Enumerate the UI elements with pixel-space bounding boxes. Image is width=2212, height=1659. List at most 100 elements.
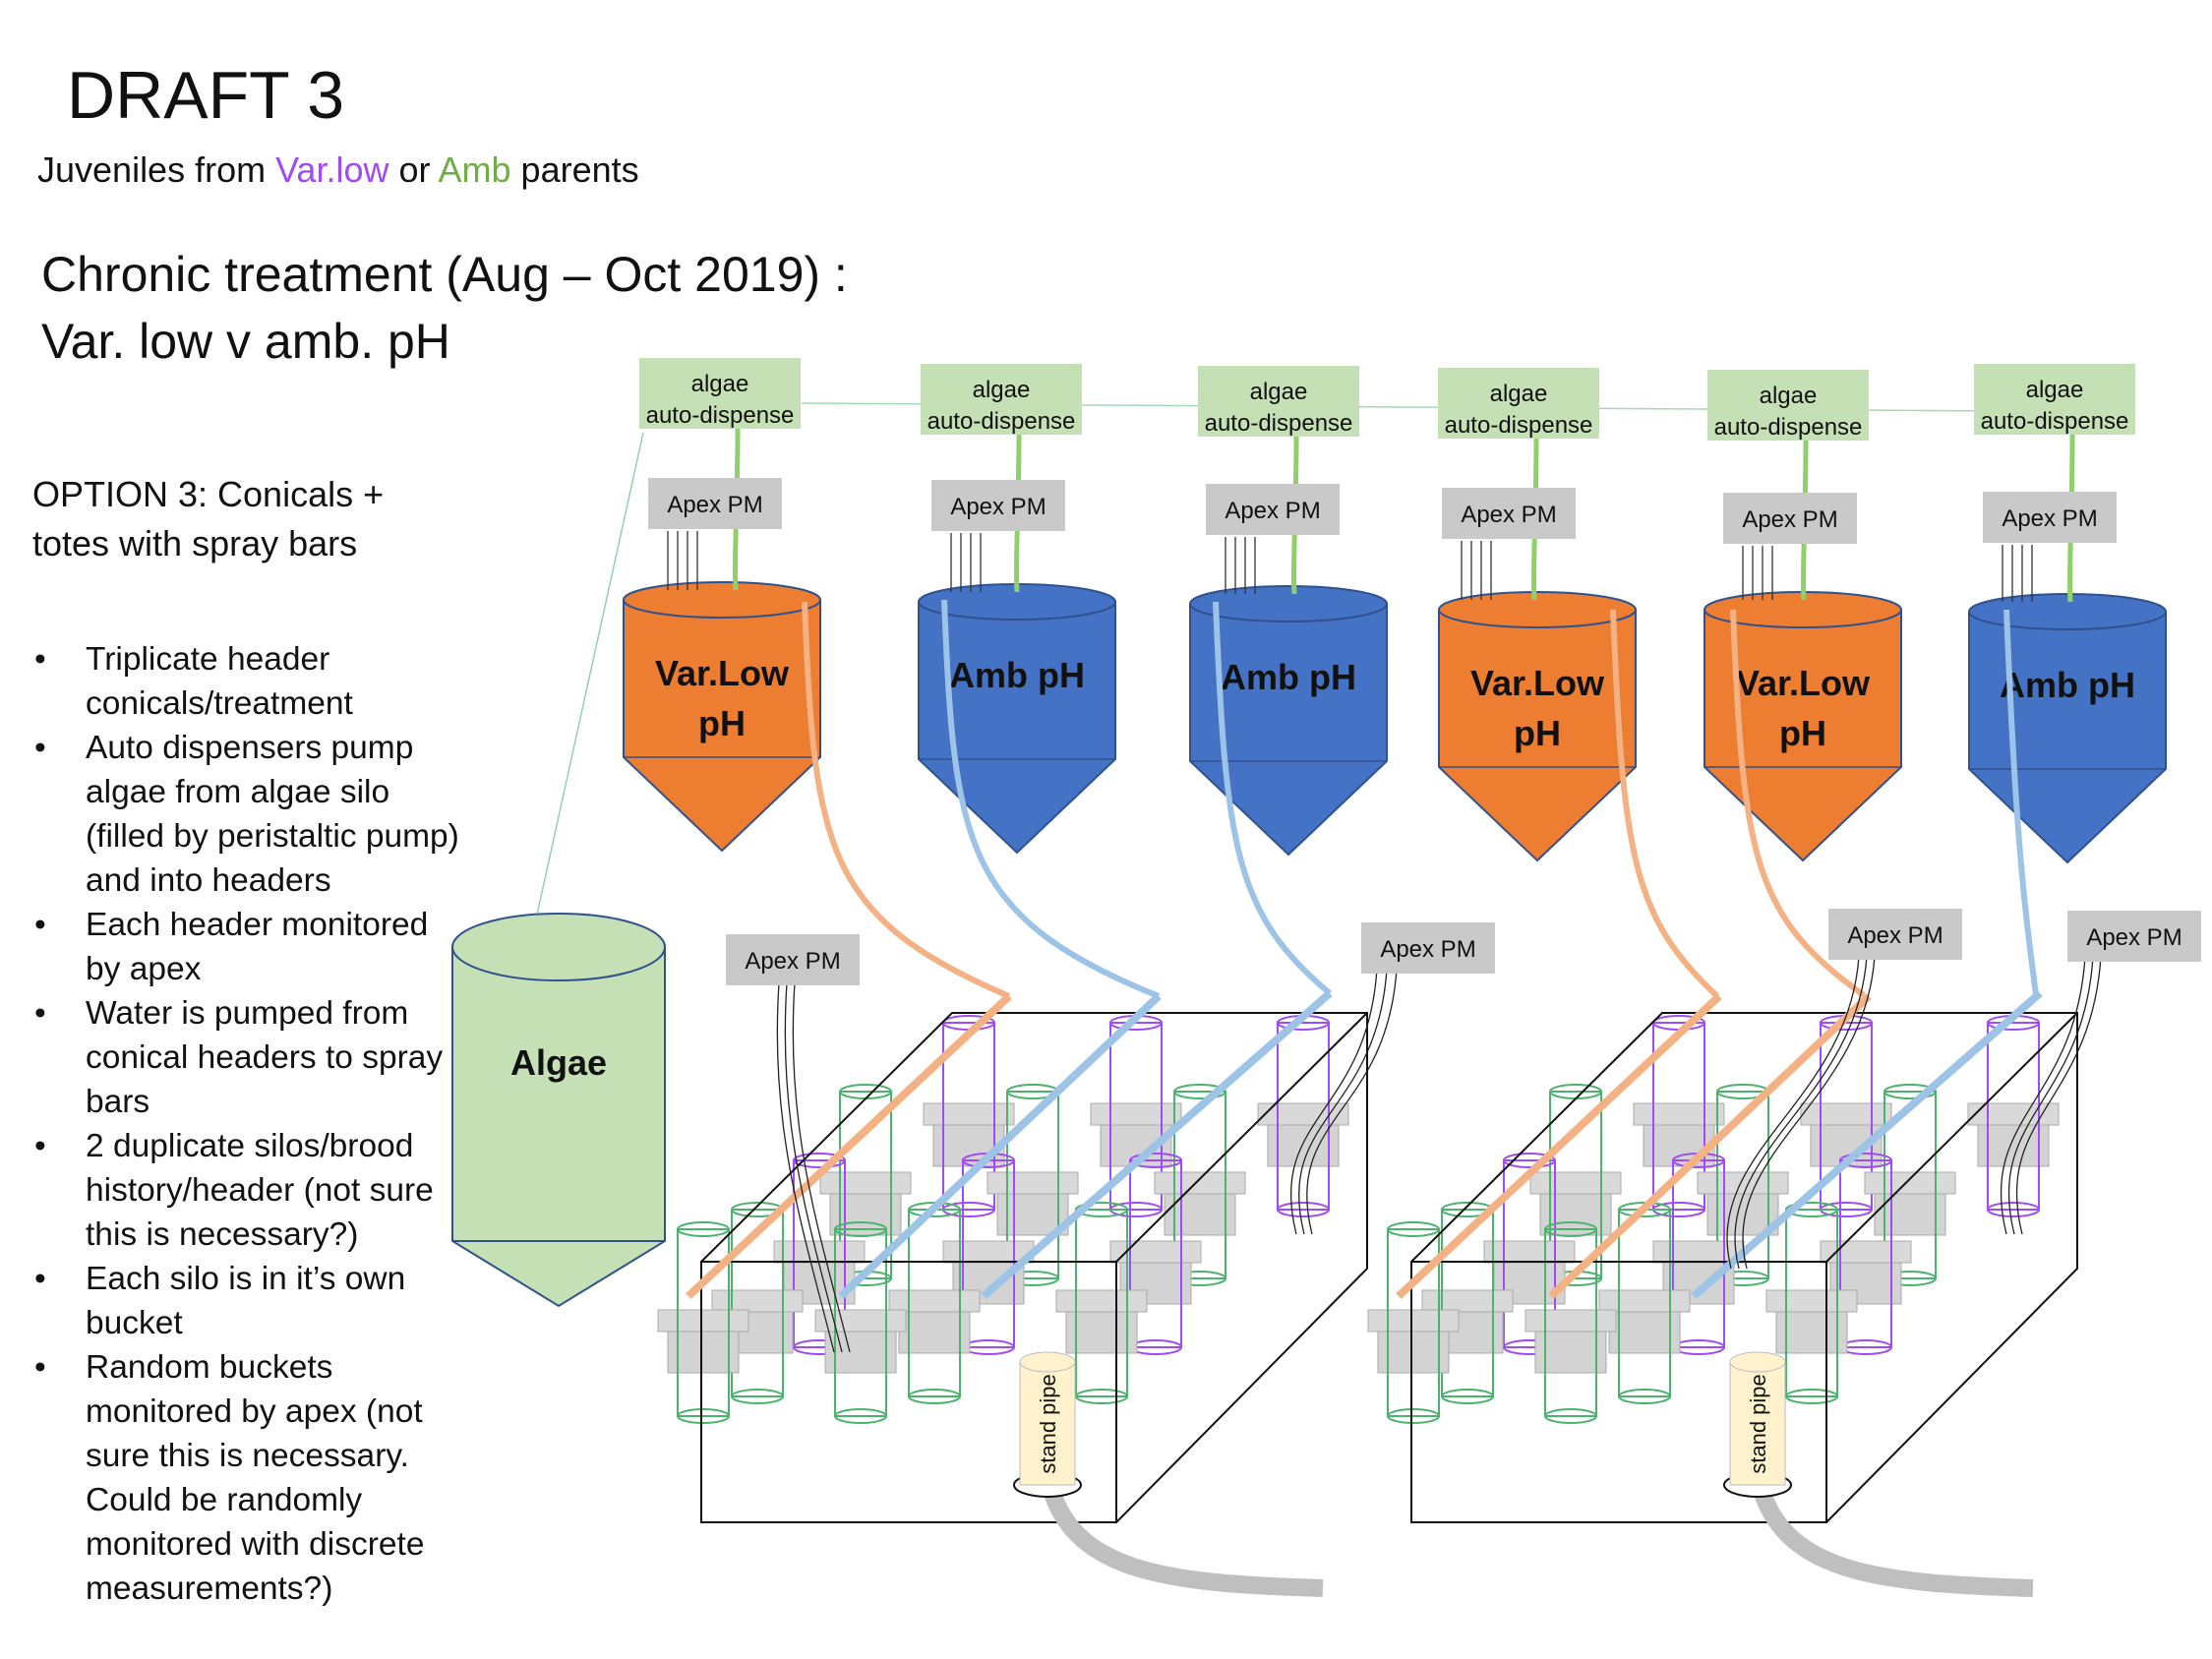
silo [1544,1228,1597,1417]
apex-label: Apex PM [745,948,840,975]
bullet-list: Triplicate header conicals/treatment Aut… [32,637,465,1611]
apex-label: Apex PM [1742,506,1837,533]
tote-front-face [700,1261,1117,1523]
apex-probe-wire [1290,968,1378,1235]
apex-label: Apex PM [1847,922,1943,949]
algae-silo-top [451,913,666,981]
silo-base [1785,1389,1838,1404]
option-line-2: totes with spray bars [32,523,358,563]
silo [1129,1159,1182,1348]
silo [1785,1209,1838,1397]
silo-bucket-rim [1524,1309,1617,1333]
tank-label: pH [698,703,746,743]
apex-label: Apex PM [950,494,1046,520]
dispenser-label: algae [691,371,749,397]
spray-bar [1396,993,1722,1299]
conical-header-tank: Amb pH [1968,593,2167,864]
apex-probe-wire [784,982,843,1353]
silo-rim [1503,1153,1556,1168]
algae-supply-line [536,432,644,916]
silo [1173,1091,1226,1279]
silo [1441,1209,1494,1397]
apex-box [1983,492,2117,543]
conical-header-tank: Amb pH [1189,585,1388,857]
stand-pipe-top [1729,1351,1786,1373]
dispenser-label: algae [1490,381,1548,407]
stand-pipe-label: stand pipe [1746,1374,1770,1474]
silo-rim [1173,1084,1226,1099]
apex-box [726,934,860,985]
silo [1716,1091,1769,1279]
apex-label: Apex PM [1225,498,1320,524]
header-to-spraybar-line [2003,609,2039,996]
tank-lid [1968,593,2167,630]
stand-pipe-top [1019,1351,1076,1373]
silo-base [1441,1389,1494,1404]
bullet-item: Each silo is in it’s own bucket [32,1257,465,1345]
silo-rim [1387,1221,1440,1237]
bullet-item: Water is pumped from conical headers to … [32,991,465,1124]
option-heading: OPTION 3: Conicals + totes with spray ba… [32,470,384,568]
silo [1839,1159,1892,1348]
apex-box [1206,484,1340,535]
silo-base [834,1408,887,1424]
silo-bucket-rim [1154,1171,1246,1195]
dispenser-box [1438,368,1599,439]
silo [1883,1091,1937,1279]
dispenser-box [1707,370,1869,441]
silo-bucket-rim [1055,1289,1148,1313]
chronic-treatment-heading: Chronic treatment (Aug – Oct 2019) : Var… [41,241,848,375]
dispenser-box [1974,364,2135,435]
silo-bucket-rim [711,1289,804,1313]
silo-rim [1883,1084,1937,1099]
silo-rim [793,1153,846,1168]
apex-controller: Apex PM [1290,922,1495,1235]
apex-box [2067,911,2201,962]
apex-controller: Apex PM [2000,911,2201,1235]
spray-bar [981,989,1333,1300]
silo-rim [1839,1153,1892,1168]
silo [1006,1091,1059,1279]
silo [731,1209,784,1397]
apex-controller: Apex PM [931,480,1065,592]
silo-bucket-rim [986,1171,1079,1195]
silo-base [1075,1389,1128,1404]
spray-bar [686,993,1012,1299]
dispenser-label: auto-dispense [1445,412,1593,439]
silo-base [677,1408,730,1424]
header-to-spraybar-line [1730,609,1866,998]
apex-probe-wire [776,982,835,1353]
apex-probe-wire [1742,955,1876,1270]
algae-silo: Algae [451,913,666,1308]
dispenser-label: algae [1760,383,1818,409]
apex-box [931,480,1065,531]
silo-rim [677,1221,730,1237]
tank-label: Amb pH [1221,657,1356,697]
apex-label: Apex PM [2002,505,2097,532]
tank-lid [1189,585,1388,622]
silo-base [1987,1202,2040,1217]
silo-rim [1544,1221,1597,1237]
tank-lid [1438,591,1637,628]
silo-bucket-rim [819,1171,912,1195]
tote-edge [1825,1012,2078,1263]
silo-rim [1785,1202,1838,1217]
bullet-item: Random buckets monitored by apex (not su… [32,1345,465,1611]
algae-silo-body [451,946,666,1308]
tank-label: Var.Low [1736,663,1871,703]
silo-bucket-rim [1633,1102,1725,1126]
tote-tub: stand pipe [657,989,1368,1597]
silo-bucket-rim [1483,1240,1576,1264]
apex-label: Apex PM [667,492,762,518]
apex-box [1828,909,1962,960]
silo-bucket-rim [1598,1289,1691,1313]
silo [677,1228,730,1417]
spray-bar [838,993,1162,1299]
chronic-line-2: Var. low v amb. pH [41,314,450,369]
